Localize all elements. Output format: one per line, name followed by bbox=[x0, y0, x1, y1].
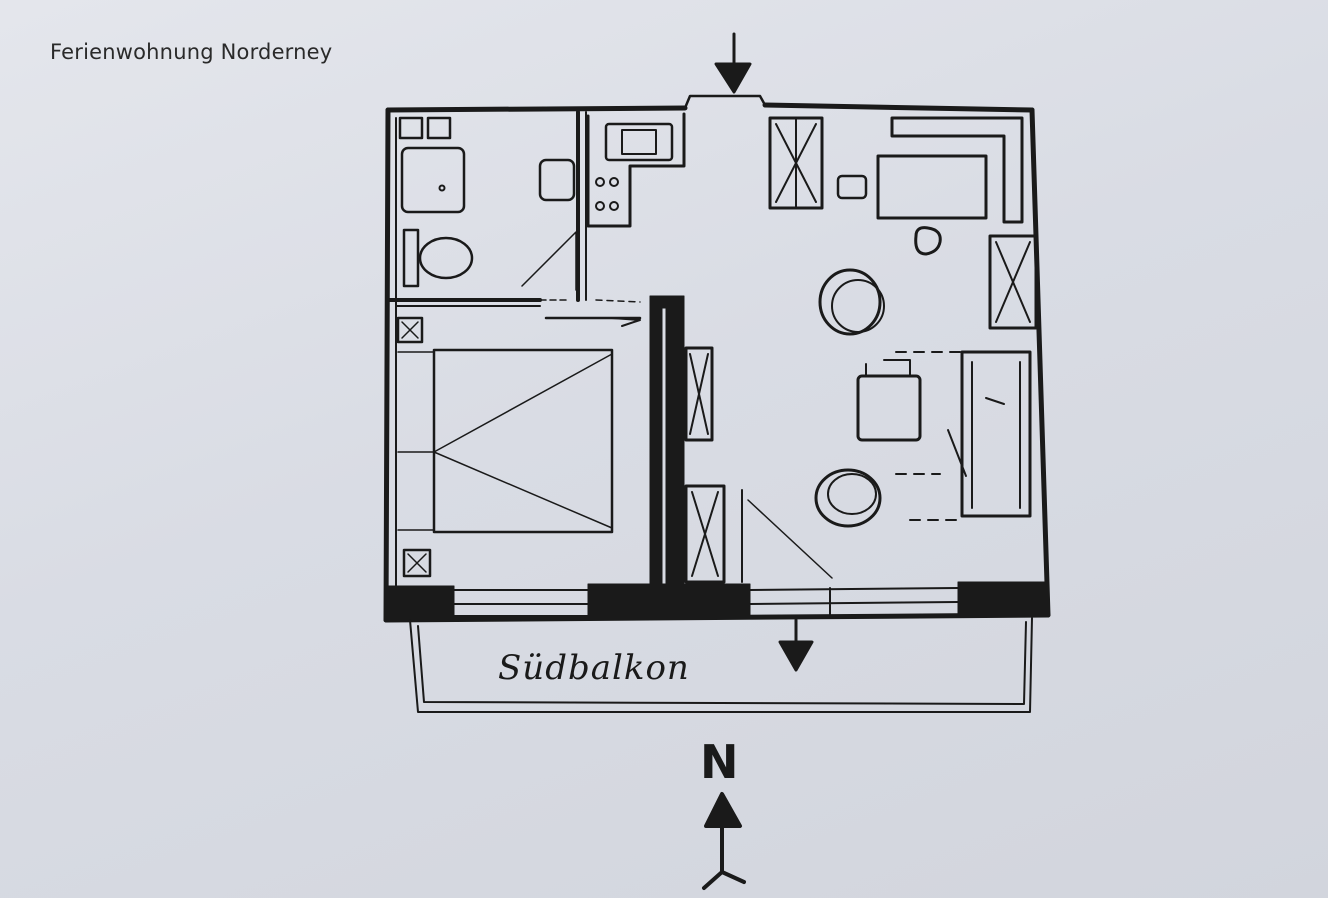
entrance-opening bbox=[683, 94, 767, 110]
bed bbox=[396, 316, 614, 578]
page-title: Ferienwohnung Norderney bbox=[50, 40, 333, 64]
wardrobe-top bbox=[768, 116, 824, 210]
kitchenette bbox=[586, 112, 686, 228]
sofa-bed bbox=[895, 350, 1032, 521]
balcony-label: Südbalkon bbox=[498, 648, 690, 688]
exit-arrow-icon bbox=[778, 618, 814, 672]
windows bbox=[453, 587, 959, 617]
cabinet-right bbox=[988, 234, 1038, 330]
bedroom-door bbox=[544, 299, 642, 327]
partition-wall bbox=[649, 295, 685, 587]
outer-walls bbox=[383, 102, 1051, 623]
corner-bench bbox=[836, 116, 1024, 224]
bathroom bbox=[386, 110, 587, 307]
cabinet-partition bbox=[684, 346, 833, 584]
north-label: N bbox=[700, 735, 739, 789]
balcony bbox=[409, 617, 1033, 713]
entrance-arrow-icon bbox=[714, 32, 752, 94]
living-furniture bbox=[814, 226, 942, 528]
north-arrow-icon bbox=[702, 792, 746, 890]
